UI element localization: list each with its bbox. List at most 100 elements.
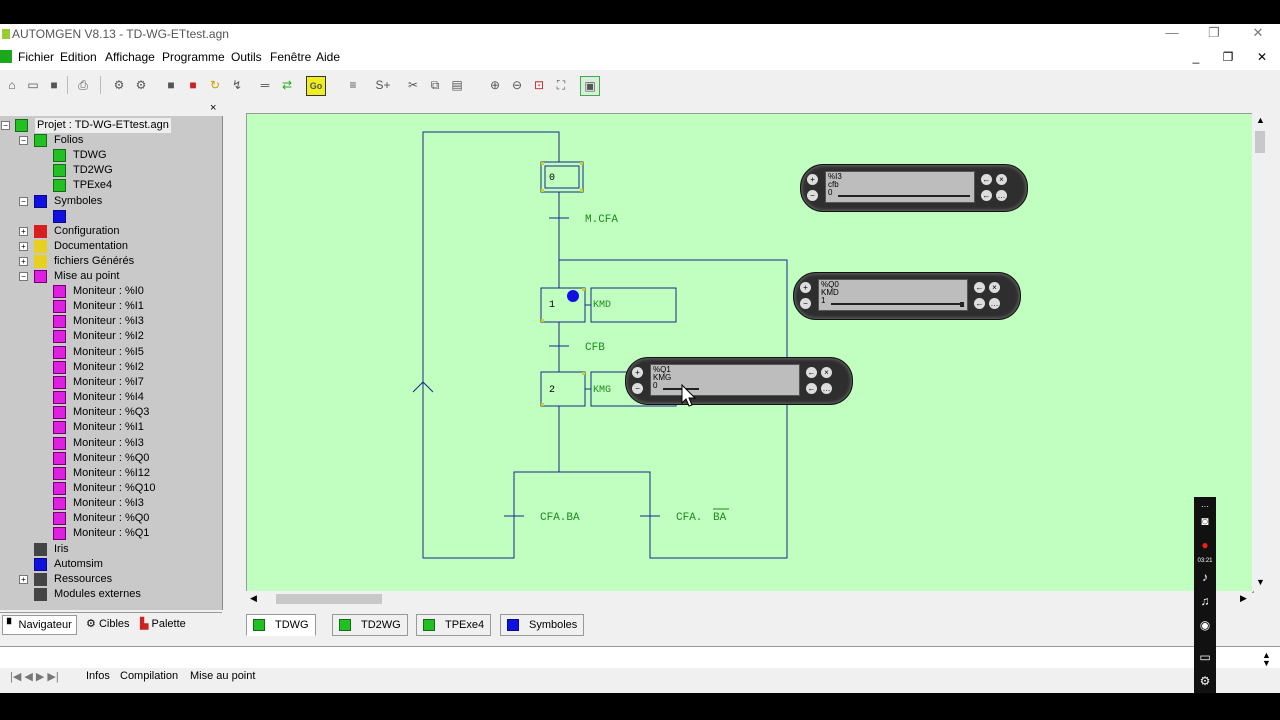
camera-icon[interactable]: ◙ bbox=[1201, 514, 1209, 528]
connect-icon[interactable]: ⇄ bbox=[281, 78, 293, 92]
loop-line bbox=[422, 131, 560, 559]
cut-icon[interactable]: ✂ bbox=[407, 78, 419, 92]
print-icon[interactable]: ⎙ bbox=[78, 78, 88, 92]
settings-gear-icon[interactable]: ⚙ bbox=[1199, 674, 1211, 688]
menu-programme[interactable]: Programme bbox=[162, 50, 225, 64]
scroll-thumb[interactable] bbox=[276, 594, 382, 604]
tab-compilation[interactable]: Compilation bbox=[120, 670, 179, 682]
monitor-mode-icon[interactable]: ▣ bbox=[580, 76, 600, 96]
maximize-icon[interactable]: ❐ bbox=[1208, 25, 1220, 40]
menu-fenetre[interactable]: Fenêtre bbox=[270, 50, 312, 64]
menu-outils[interactable]: Outils bbox=[231, 50, 262, 64]
tab-symboles[interactable]: Symboles bbox=[500, 614, 585, 636]
window-icon[interactable]: ▭ bbox=[1199, 650, 1211, 664]
close-icon[interactable]: × bbox=[989, 282, 1000, 293]
more-icon[interactable]: … bbox=[821, 383, 832, 394]
paste-icon[interactable]: ▤ bbox=[451, 78, 463, 92]
refresh-icon[interactable]: ↻ bbox=[209, 78, 221, 92]
go-button[interactable]: Go bbox=[306, 76, 326, 96]
copy-icon[interactable]: ⧉ bbox=[430, 78, 440, 92]
monitor-widget[interactable]: + − %Q1 KMG 0 ← × ← … bbox=[625, 357, 853, 405]
arrow-left-icon[interactable]: ← bbox=[806, 367, 817, 378]
zoom-in-icon[interactable]: ⊕ bbox=[489, 78, 501, 92]
recorder-menu-icon[interactable]: ⋯ bbox=[1201, 502, 1209, 511]
mdi-close-icon[interactable]: ✕ bbox=[1256, 50, 1268, 64]
scroll-left-icon[interactable]: ◀ bbox=[250, 593, 257, 603]
arrow-left-icon[interactable]: ← bbox=[981, 174, 992, 185]
tab-tpexe4[interactable]: TPExe4 bbox=[416, 614, 492, 636]
stop-red-icon[interactable]: ■ bbox=[189, 78, 197, 92]
close-icon[interactable]: × bbox=[821, 367, 832, 378]
window-title: AUTOMGEN V8.13 - TD-WG-ETtest.agn bbox=[12, 27, 229, 41]
expand-icon[interactable]: + bbox=[19, 242, 28, 251]
tab-palette[interactable]: ▙ Palette bbox=[140, 618, 186, 630]
minus-icon[interactable]: − bbox=[807, 190, 818, 201]
bottom-black-bar bbox=[0, 693, 1280, 720]
collapse-icon[interactable]: − bbox=[19, 197, 28, 206]
stop-icon[interactable]: ■ bbox=[167, 78, 175, 92]
arrow-left-icon[interactable]: ← bbox=[981, 190, 992, 201]
vertical-scrollbar[interactable]: ▲ ▼ bbox=[1252, 113, 1268, 591]
monitor-widget[interactable]: + − %Q0 KMD 1 ← × ← … bbox=[793, 272, 1021, 320]
tab-tdwg[interactable]: TDWG bbox=[246, 614, 316, 636]
microphone-icon[interactable]: ♪ bbox=[1202, 570, 1208, 584]
scroll-down-icon[interactable]: ▼ bbox=[1256, 577, 1265, 587]
monitor-widget[interactable]: + − %I3 cfb 0 ← × ← … bbox=[800, 164, 1028, 212]
expand-icon[interactable]: + bbox=[19, 227, 28, 236]
mdi-minimize-icon[interactable]: _ bbox=[1192, 50, 1200, 64]
arrow-left-icon[interactable]: ← bbox=[806, 383, 817, 394]
record-icon[interactable]: ● bbox=[1201, 538, 1209, 552]
zoom-out-icon[interactable]: ⊖ bbox=[511, 78, 523, 92]
menu-fichier[interactable]: Fichier bbox=[18, 50, 55, 64]
loop-arrow bbox=[412, 381, 434, 393]
scroll-thumb[interactable] bbox=[1255, 131, 1265, 153]
grafcet-canvas[interactable]: 0 M.CFA 1 KMD CFB 2 KMG CFA.BA CFA. BA +… bbox=[246, 113, 1254, 593]
tab-infos[interactable]: Infos bbox=[86, 670, 110, 682]
scroll-up-icon[interactable]: ▲ bbox=[1256, 115, 1265, 125]
list-icon[interactable]: ≡ bbox=[349, 78, 357, 92]
fullscreen-icon[interactable]: ⛶ bbox=[556, 78, 566, 92]
webcam-icon[interactable]: ◉ bbox=[1199, 618, 1211, 632]
close-icon[interactable]: ✕ bbox=[1252, 25, 1264, 40]
add-icon[interactable]: S+ bbox=[375, 78, 391, 92]
horizontal-scrollbar[interactable]: ◀ ▶ bbox=[246, 591, 1252, 607]
step-0-inner bbox=[544, 165, 580, 189]
arrow-left-icon[interactable]: ← bbox=[974, 282, 985, 293]
open-folder-icon[interactable]: ▭ bbox=[27, 78, 39, 92]
collapse-icon[interactable]: − bbox=[19, 136, 28, 145]
tab-nav-arrows-icon[interactable]: |◀ ◀ ▶ ▶| bbox=[10, 671, 59, 683]
tab-mise-au-point[interactable]: Mise au point bbox=[190, 670, 256, 682]
more-icon[interactable]: … bbox=[989, 298, 1000, 309]
menu-aide[interactable]: Aide bbox=[316, 50, 341, 64]
new-project-icon[interactable]: ⌂ bbox=[8, 78, 16, 92]
build-icon[interactable]: ⚙ bbox=[135, 78, 147, 92]
minimize-icon[interactable]: — bbox=[1165, 25, 1179, 40]
link-icon[interactable]: ═ bbox=[260, 78, 270, 92]
mdi-restore-icon[interactable]: ❐ bbox=[1222, 50, 1234, 64]
menu-affichage[interactable]: Affichage bbox=[105, 50, 155, 64]
menu-edition[interactable]: Edition bbox=[60, 50, 97, 64]
arrow-left-icon[interactable]: ← bbox=[974, 298, 985, 309]
step-icon[interactable]: ↯ bbox=[231, 78, 243, 92]
plus-icon[interactable]: + bbox=[632, 367, 643, 378]
close-icon[interactable]: × bbox=[996, 174, 1007, 185]
collapse-icon[interactable]: − bbox=[19, 272, 28, 281]
compile-icon[interactable]: ⚙ bbox=[113, 78, 125, 92]
scroll-right-icon[interactable]: ▶ bbox=[1240, 593, 1247, 603]
minus-icon[interactable]: − bbox=[800, 298, 811, 309]
plus-icon[interactable]: + bbox=[800, 282, 811, 293]
minus-icon[interactable]: − bbox=[632, 383, 643, 394]
save-icon[interactable]: ■ bbox=[50, 78, 58, 92]
collapse-icon[interactable]: − bbox=[1, 121, 10, 130]
expand-icon[interactable]: + bbox=[19, 575, 28, 584]
plus-icon[interactable]: + bbox=[807, 174, 818, 185]
navigator-close-icon[interactable]: × bbox=[210, 102, 217, 114]
tab-navigateur[interactable]: ▘ Navigateur bbox=[2, 615, 77, 635]
tab-cibles[interactable]: ⚙ Cibles bbox=[86, 618, 130, 630]
expand-icon[interactable]: + bbox=[19, 257, 28, 266]
tab-td2wg[interactable]: TD2WG bbox=[332, 614, 408, 636]
zoom-fit-icon[interactable]: ⊡ bbox=[533, 78, 545, 92]
more-icon[interactable]: … bbox=[996, 190, 1007, 201]
output-scroll-icon[interactable]: ▲▼ bbox=[1262, 650, 1271, 668]
speaker-icon[interactable]: ♫ bbox=[1200, 594, 1210, 608]
